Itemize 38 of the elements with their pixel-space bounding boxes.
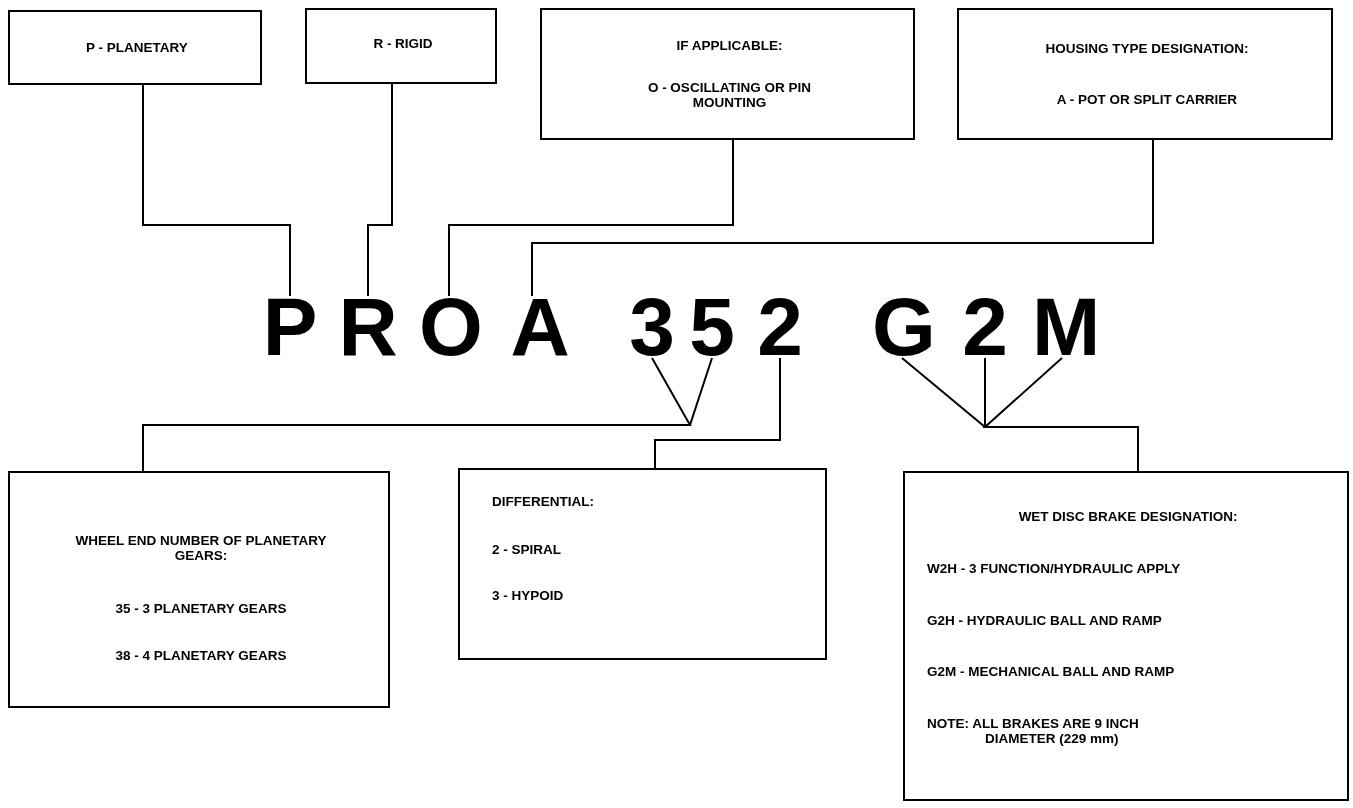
box-text: 35 - 3 PLANETARY GEARS [114, 601, 288, 616]
box-text: 38 - 4 PLANETARY GEARS [114, 648, 288, 663]
label-box [8, 10, 262, 85]
box-text: R - RIGID [372, 36, 434, 51]
label-box [957, 8, 1333, 140]
code-character: G [872, 296, 932, 358]
box-heading: HOUSING TYPE DESIGNATION: [1044, 41, 1250, 56]
code-character: O [419, 296, 479, 358]
box-heading: IF APPLICABLE: [675, 38, 784, 53]
box-text: W2H - 3 FUNCTION/HYDRAULIC APPLY [927, 561, 1182, 576]
label-box [305, 8, 497, 84]
box-text: P - PLANETARY [85, 40, 189, 55]
label-box [8, 471, 390, 708]
box-text: G2H - HYDRAULIC BALL AND RAMP [927, 613, 1163, 628]
box-text: 2 - SPIRAL [492, 542, 562, 557]
box-text: 3 - HYPOID [492, 588, 565, 603]
code-character: 3 [622, 296, 682, 358]
label-box [458, 468, 827, 660]
leader-line [367, 83, 393, 297]
leader-line [142, 84, 291, 297]
code-character: P [260, 296, 320, 358]
label-box [540, 8, 915, 140]
box-text: G2M - MECHANICAL BALL AND RAMP [927, 664, 1176, 679]
leader-line [531, 139, 1154, 297]
leader-line [654, 357, 781, 469]
code-character: 2 [955, 296, 1015, 358]
code-character: A [510, 296, 570, 358]
box-heading: DIFFERENTIAL: [492, 494, 595, 509]
code-character: 5 [682, 296, 742, 358]
box-heading: WET DISC BRAKE DESIGNATION: [1017, 509, 1239, 524]
code-character: 2 [750, 296, 810, 358]
code-character: R [338, 296, 398, 358]
box-text: NOTE: ALL BRAKES ARE 9 INCH DIAMETER (229 mm) [927, 716, 1140, 746]
box-heading: WHEEL END NUMBER OF PLANETARY GEARS: [74, 533, 328, 563]
box-text: O - OSCILLATING OR PIN MOUNTING [646, 80, 813, 110]
box-text: A - POT OR SPLIT CARRIER [1055, 92, 1239, 107]
label-box [903, 471, 1349, 801]
leader-line [448, 139, 734, 297]
